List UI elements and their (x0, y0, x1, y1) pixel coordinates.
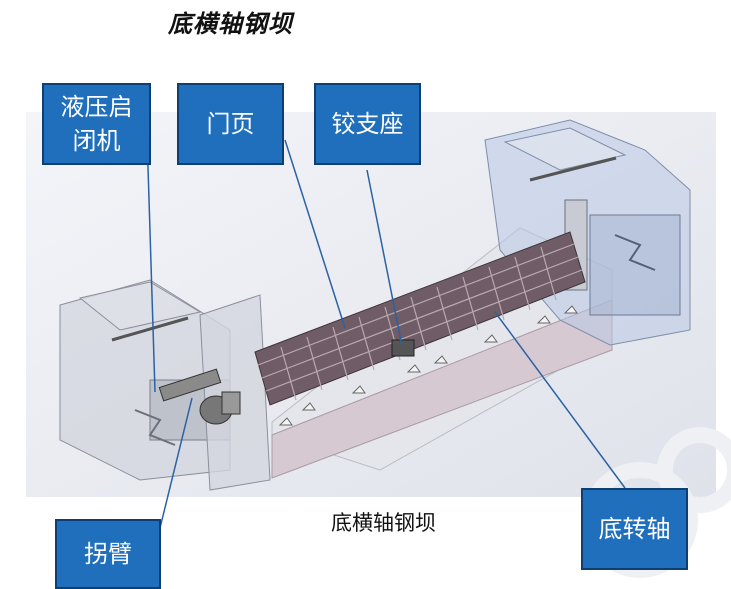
foundation-front (271, 299, 613, 479)
label-hydraulic-hoist: 液压启闭机 (42, 83, 151, 165)
right-handrail (529, 156, 617, 182)
leader-gate (284, 139, 346, 329)
leader-hoist (146, 134, 156, 393)
label-bottom-shaft: 底转轴 (581, 488, 688, 570)
bolt-cones (278, 305, 578, 426)
leader-hinge (366, 169, 403, 347)
figure-caption: 底横轴钢坝 (331, 511, 436, 535)
crank-arm-mechanism (158, 368, 241, 425)
label-crank-arm: 拐臂 (55, 519, 161, 589)
page-title: 底横轴钢坝 (168, 9, 293, 38)
label-gate-leaf: 门页 (177, 83, 284, 165)
hinge-support-block (391, 339, 415, 357)
label-hinge-support: 铰支座 (314, 83, 421, 165)
leader-shaft (494, 311, 626, 489)
leader-lines (146, 134, 626, 529)
leader-crank (159, 397, 193, 529)
left-handrail (111, 316, 189, 342)
